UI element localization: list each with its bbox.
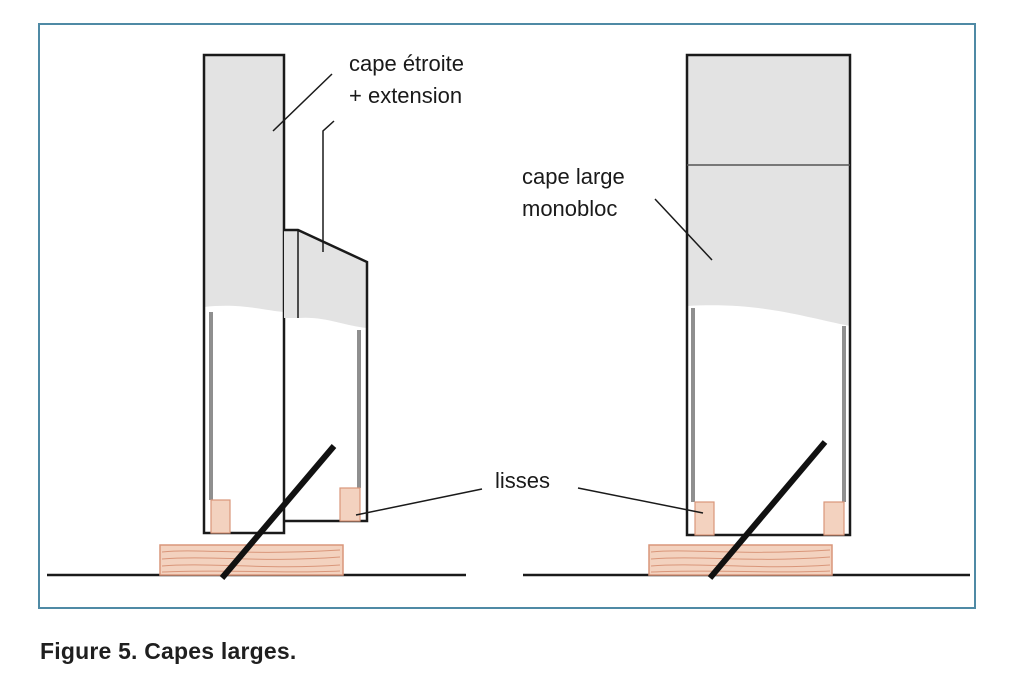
wide-cape (685, 53, 852, 537)
left-lisse-2 (339, 487, 361, 522)
label-wide-cape: cape large (522, 164, 625, 189)
label-extension: + extension (349, 83, 463, 108)
leader-wide-cape (654, 198, 713, 261)
right-assembly (523, 53, 970, 580)
leader-lisses-left (355, 488, 483, 516)
left-diagonal-strut (219, 444, 337, 580)
leader-extension (322, 120, 335, 252)
leader-lisses-right (577, 487, 704, 514)
leader-narrow-cape (272, 73, 333, 132)
label-monobloc: monobloc (522, 196, 618, 221)
label-narrow-cape: cape étroite (349, 51, 464, 76)
right-diagonal-strut (707, 440, 828, 580)
right-lisse-2 (823, 501, 845, 536)
left-assembly (47, 53, 466, 580)
left-lisse-1 (210, 499, 231, 534)
right-wood-block (648, 544, 833, 576)
right-lisse-1 (694, 501, 715, 536)
label-lisses: lisses (495, 468, 551, 493)
narrow-cape (202, 53, 286, 535)
figure-caption: Figure 5. Capes larges. (40, 638, 297, 664)
leader-lines (272, 73, 713, 516)
left-wood-block (159, 544, 344, 576)
extension-piece (284, 228, 369, 523)
